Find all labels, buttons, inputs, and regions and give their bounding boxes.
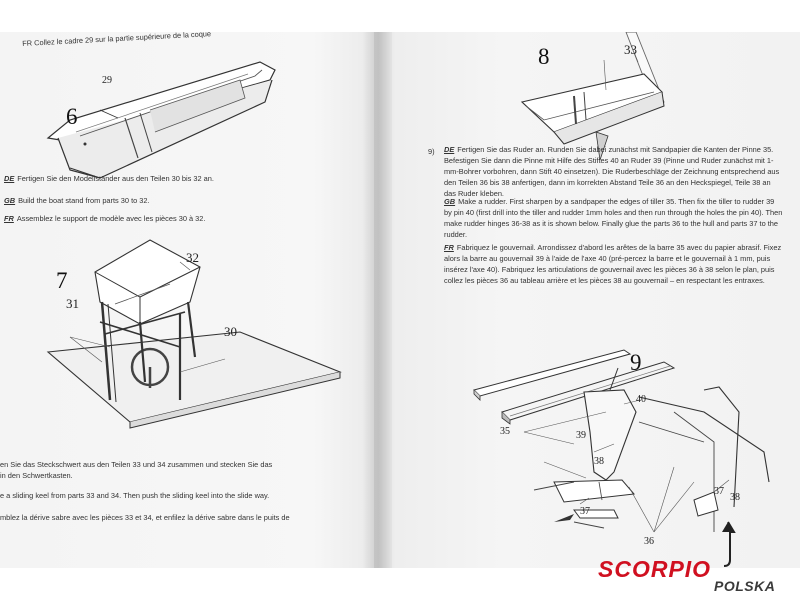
figure-number-9: 9 bbox=[630, 350, 642, 375]
part-label-35: 35 bbox=[500, 426, 510, 437]
hull-drawing-fig8 bbox=[520, 32, 665, 161]
part-label-39: 39 bbox=[576, 430, 586, 441]
part-label-31: 31 bbox=[66, 296, 79, 311]
part-label-36: 36 bbox=[644, 536, 654, 547]
fr-keel-text: mblez la dérive sabre avec les pièces 33… bbox=[0, 513, 290, 522]
part-label-38-left: 38 bbox=[594, 456, 604, 467]
part-label-40: 40 bbox=[636, 394, 646, 405]
part-label-32: 32 bbox=[186, 250, 199, 265]
book-gutter-shadow bbox=[362, 32, 392, 568]
scorpion-tail-arrow-icon bbox=[722, 521, 736, 567]
figure-number-7: 7 bbox=[56, 268, 68, 293]
logo-sub-text: POLSKA bbox=[714, 578, 776, 594]
figure-number-6: 6 bbox=[66, 104, 78, 129]
de-keel-text-line2: in den Schwertkasten. bbox=[0, 471, 73, 480]
part-label-37-right: 37 bbox=[714, 486, 724, 497]
part-label-33: 33 bbox=[624, 42, 637, 57]
scorpio-polska-logo: SCORPIO POLSKA bbox=[598, 521, 800, 600]
part-label-37-left: 37 bbox=[580, 506, 590, 517]
left-page: FR Collez le cadre 29 sur la partie supé… bbox=[0, 32, 392, 568]
part-label-38-right: 38 bbox=[730, 492, 740, 503]
step-number-9: 9) bbox=[428, 147, 435, 156]
logo-brand-text: SCORPIO bbox=[598, 556, 712, 582]
hull-drawing-fig6 bbox=[46, 61, 276, 179]
figure-number-8: 8 bbox=[538, 44, 550, 69]
rudder-assembly-drawing-fig9 bbox=[473, 349, 770, 533]
gb-keel-text: e a sliding keel from parts 33 and 34. T… bbox=[0, 491, 270, 500]
boat-stand-drawing-fig7 bbox=[46, 239, 342, 429]
de-keel-text-line1: en Sie das Steckschwert aus den Teilen 3… bbox=[0, 460, 273, 469]
part-label-30: 30 bbox=[224, 324, 237, 339]
part-label-29: 29 bbox=[102, 75, 112, 86]
